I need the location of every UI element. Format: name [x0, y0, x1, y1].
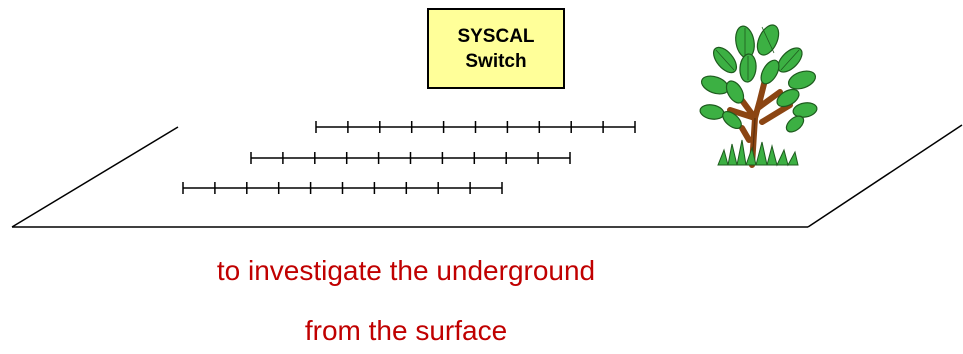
- caption-line-1: to investigate the underground: [216, 255, 596, 286]
- switch-label: Switch: [465, 50, 527, 72]
- syscal-label: SYSCAL: [457, 25, 535, 47]
- caption-line-2: from the surface: [304, 315, 508, 346]
- ground-left-edge: [11, 126, 179, 228]
- ground-plane: [11, 124, 963, 228]
- ground-right-edge: [807, 124, 963, 228]
- tree-leaves: [699, 24, 818, 133]
- tree-icon: [699, 24, 818, 168]
- syscal-switch-box: SYSCAL Switch: [427, 8, 565, 89]
- grass-icon: [717, 139, 799, 167]
- electrode-profiles: [182, 121, 636, 194]
